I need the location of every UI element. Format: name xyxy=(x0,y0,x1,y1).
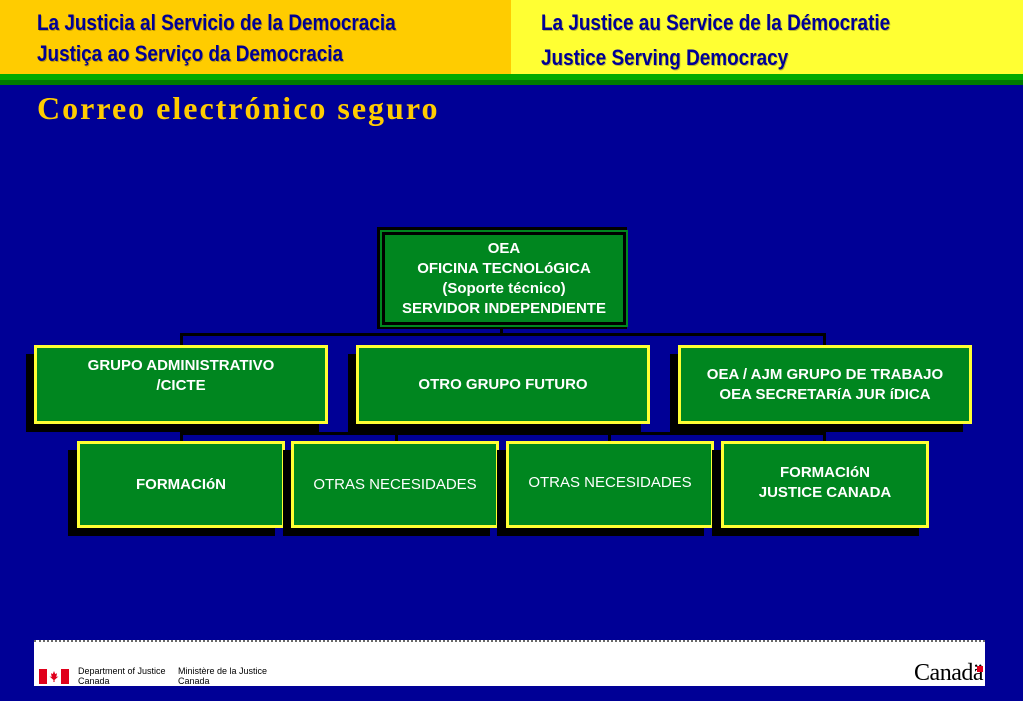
org-box-grupo-administrativo: GRUPO ADMINISTRATIVO /CICTE xyxy=(34,345,328,424)
page-title: Correo electrónico seguro xyxy=(37,90,440,126)
org-box-oea-oficina-tecnologica: OEA OFICINA TECNOLóGICA (Soporte técnico… xyxy=(380,230,628,327)
connector-level2-d xyxy=(823,432,826,443)
connector-level1-right xyxy=(823,333,826,347)
header-left-panel: La Justicia al Servicio de la Democracia… xyxy=(0,0,511,74)
canada-wordmark: Canadä xyxy=(914,660,983,686)
org-box-oea-ajm-grupo-de-trabajo: OEA / AJM GRUPO DE TRABAJO OEA SECRETARí… xyxy=(678,345,972,424)
org-box-otras-necesidades-1: OTRAS NECESIDADES xyxy=(291,441,499,528)
org-box-label: OTRAS NECESIDADES xyxy=(313,475,477,493)
connector-level1-bar xyxy=(180,333,826,336)
org-box-label: OEA / AJM GRUPO DE TRABAJO OEA SECRETARí… xyxy=(706,365,944,403)
connector-root-stem xyxy=(500,326,503,336)
org-box-otro-grupo-futuro: OTRO GRUPO FUTURO xyxy=(356,345,650,424)
connector-level2-b xyxy=(395,432,398,443)
org-box-label: OTRO GRUPO FUTURO xyxy=(418,375,588,393)
header-right-panel: La Justice au Service de la Démocratie J… xyxy=(511,0,1023,74)
department-of-justice-label: Department of Justice Canada xyxy=(78,666,166,686)
org-box-label: FORMACIóN xyxy=(136,475,226,493)
org-box-label: OEA OFICINA TECNOLóGICA (Soporte técnico… xyxy=(402,239,606,317)
org-box-otras-necesidades-2: OTRAS NECESIDADES xyxy=(506,441,714,528)
connector-level2-c xyxy=(608,432,611,443)
connector-level2-a xyxy=(180,432,183,443)
ministere-de-la-justice-label: Ministère de la Justice Canada xyxy=(178,666,268,686)
header-motto-portuguese: Justiça ao Serviço da Democracia xyxy=(37,41,344,66)
org-box-formacion-justice-canada: FORMACIóN JUSTICE CANADA xyxy=(721,441,929,528)
header-green-band-shade xyxy=(0,80,1023,85)
canada-flag-icon xyxy=(39,669,69,684)
org-box-label: GRUPO ADMINISTRATIVO /CICTE xyxy=(87,356,275,394)
header-banner: La Justicia al Servicio de la Democracia… xyxy=(0,0,1023,74)
wordmark-flag-icon xyxy=(977,666,983,672)
connector-level1-left xyxy=(180,333,183,347)
org-box-formacion: FORMACIóN xyxy=(77,441,285,528)
footer-government-signature: Department of Justice Canada Ministère d… xyxy=(34,640,985,686)
header-motto-spanish: La Justicia al Servicio de la Democracia xyxy=(37,10,396,35)
header-motto-french: La Justice au Service de la Démocratie xyxy=(541,10,891,35)
org-box-label: FORMACIóN JUSTICE CANADA xyxy=(758,463,892,501)
header-green-band xyxy=(0,74,1023,85)
header-motto-english: Justice Serving Democracy xyxy=(541,45,789,70)
connector-level2-bar xyxy=(180,432,826,435)
org-box-label: OTRAS NECESIDADES xyxy=(528,473,692,491)
